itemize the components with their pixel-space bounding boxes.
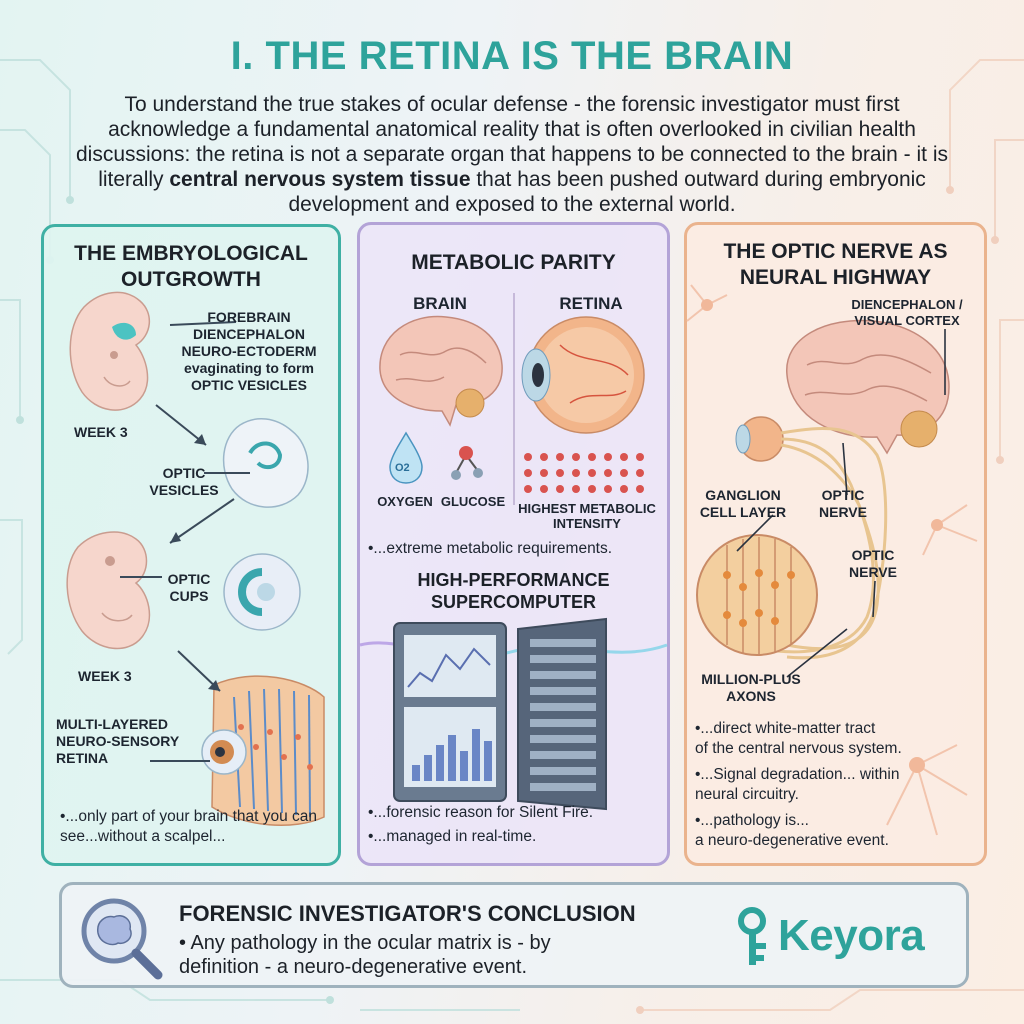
- brain-illustration: [379, 315, 503, 427]
- glucose-label: GLUCOSE: [440, 494, 506, 509]
- logo-wordmark: Keyora: [778, 911, 925, 960]
- eye-illustration: [521, 316, 645, 434]
- intro-paragraph: To understand the true stakes of ocular …: [70, 92, 954, 217]
- optic-nerve-illustrations: [686, 284, 978, 836]
- week3-label-b: WEEK 3: [78, 668, 132, 684]
- realtime-note: •...managed in real-time.: [368, 828, 537, 845]
- brain-cortex-illustration: [786, 319, 950, 455]
- embryology-illustrations: [66, 291, 325, 827]
- embryology-note: •...only part of your brain that you can…: [60, 808, 318, 845]
- ganglion-label: GANGLION CELL LAYER: [699, 487, 787, 520]
- embryo-week3-illustration: [69, 291, 150, 411]
- o2-symbol: O2: [395, 462, 410, 474]
- optic-nerve-label-b: OPTIC NERVE: [849, 547, 897, 580]
- embryo-optic-cup-illustration: [66, 531, 151, 650]
- supercomputer-illustration: [359, 617, 668, 811]
- retina-layers-illustration: [201, 675, 325, 827]
- optic-cups-label: OPTIC CUPS: [167, 571, 211, 604]
- forebrain-label: FOREBRAIN DIENCEPHALON NEURO-ECTODERM ev…: [181, 309, 317, 393]
- eye-illustration: [735, 416, 784, 462]
- conclusion-banner: FORENSIC INVESTIGATOR'S CONCLUSION • Any…: [59, 882, 969, 988]
- glucose-molecule-icon: [451, 446, 483, 480]
- embryology-panel: THE EMBRYOLOGICAL OUTGROWTH: [41, 224, 341, 866]
- ganglion-magnified-illustration: [696, 534, 818, 656]
- key-logo-icon: [738, 907, 766, 965]
- keyora-logo: Keyora: [730, 907, 950, 967]
- conclusion-body: • Any pathology in the ocular matrix is …: [179, 932, 551, 978]
- oxygen-droplet-icon: [389, 431, 423, 484]
- embryology-panel-title: THE EMBRYOLOGICAL OUTGROWTH: [74, 242, 308, 291]
- metabolic-panel: METABOLIC PARITY BRAIN RETINA: [357, 222, 670, 866]
- metabolic-intensity-label: HIGHEST METABOLIC INTENSITY: [518, 501, 656, 531]
- pathology-note: •...pathology is... a neuro-degenerative…: [695, 812, 889, 849]
- oxygen-label: OXYGEN: [377, 494, 433, 509]
- signal-degradation-note: •...Signal degradation... within neural …: [695, 766, 900, 803]
- optic-nerve-panel-title: THE OPTIC NERVE AS NEURAL HIGHWAY: [723, 240, 948, 289]
- supercomputer-title: HIGH-PERFORMANCE SUPERCOMPUTER: [417, 570, 610, 612]
- diencephalon-label: DIENCEPHALON / VISUAL CORTEX: [851, 297, 963, 328]
- optic-cup-illustration: [223, 553, 301, 631]
- metabolite-grid-icon: [524, 453, 644, 493]
- retina-heading: RETINA: [559, 294, 623, 313]
- optic-nerve-panel: THE OPTIC NERVE AS NEURAL HIGHWAY: [684, 222, 987, 866]
- metabolic-note: •...extreme metabolic requirements.: [368, 540, 613, 557]
- intro-text-end: that has been pushed outward during embr…: [288, 168, 926, 216]
- optic-nerve-label-a: OPTIC NERVE: [819, 487, 867, 520]
- optic-vesicles-label: OPTIC VESICLES: [149, 465, 219, 498]
- optic-vesicle-embryo-illustration: [222, 418, 309, 508]
- page-title: I. THE RETINA IS THE BRAIN: [230, 34, 794, 78]
- metabolic-illustrations: [359, 293, 668, 811]
- silent-fire-note: •...forensic reason for Silent Fire.: [368, 804, 594, 821]
- brain-magnifier-icon: [81, 898, 163, 980]
- metabolic-panel-title: METABOLIC PARITY: [411, 251, 616, 274]
- intro-text-start: To understand the true stakes of ocular …: [75, 93, 949, 191]
- intro-emphasis: central nervous system tissue: [169, 168, 471, 191]
- week3-label-a: WEEK 3: [74, 424, 128, 440]
- retina-label: MULTI-LAYERED NEURO-SENSORY RETINA: [56, 716, 180, 766]
- white-matter-note: •...direct white-matter tract of the cen…: [695, 720, 902, 757]
- conclusion-title: FORENSIC INVESTIGATOR'S CONCLUSION: [179, 901, 636, 926]
- brain-heading: BRAIN: [413, 294, 467, 313]
- axons-label: MILLION-PLUS AXONS: [701, 671, 801, 704]
